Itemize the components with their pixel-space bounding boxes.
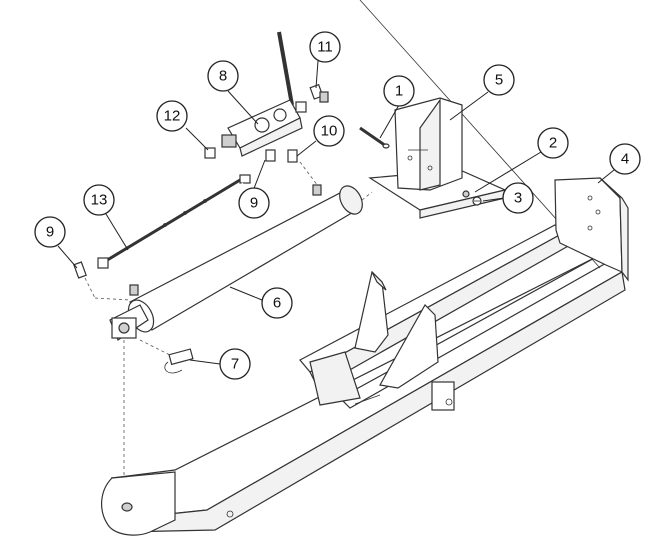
pin — [359, 126, 390, 149]
callout-13-label: 13 — [91, 192, 108, 209]
hitch-pin-clip — [164, 348, 194, 374]
callout-8: 8 — [207, 60, 239, 92]
callout-3-label: 3 — [514, 190, 522, 207]
callout-9-left: 9 — [34, 216, 66, 248]
splitter-beam — [101, 0, 629, 536]
callout-4: 4 — [609, 143, 641, 175]
alignment-lines — [84, 161, 373, 478]
callout-11-label: 11 — [317, 39, 333, 56]
control-valve — [221, 31, 307, 157]
callout-3: 3 — [502, 182, 534, 214]
callout-5-label: 5 — [495, 72, 503, 89]
callout-8-label: 8 — [219, 68, 227, 85]
callout-5: 5 — [483, 64, 515, 96]
callout-7-label: 7 — [231, 356, 239, 373]
wedge-assembly — [368, 97, 507, 219]
callout-9-upper: 9 — [238, 187, 270, 219]
callout-2-label: 2 — [549, 135, 557, 152]
callout-12: 12 — [156, 100, 188, 132]
callout-13: 13 — [83, 184, 115, 216]
callout-2: 2 — [537, 127, 569, 159]
hydraulic-cylinder — [109, 184, 364, 341]
callout-1: 1 — [383, 75, 415, 107]
leader-lines — [57, 60, 615, 365]
callout-11: 11 — [309, 31, 341, 63]
fittings — [73, 83, 329, 279]
callout-10-label: 10 — [321, 123, 338, 140]
callout-9-left-label: 9 — [46, 224, 54, 241]
callout-1-label: 1 — [395, 83, 403, 100]
callout-6: 6 — [261, 287, 293, 319]
callout-12-label: 12 — [164, 108, 181, 125]
callout-9-upper-label: 9 — [250, 195, 258, 212]
callout-7: 7 — [219, 348, 251, 380]
callout-4-label: 4 — [621, 151, 629, 168]
callout-6-label: 6 — [273, 295, 281, 312]
callout-10: 10 — [313, 115, 345, 147]
bolt-nut — [462, 190, 482, 206]
